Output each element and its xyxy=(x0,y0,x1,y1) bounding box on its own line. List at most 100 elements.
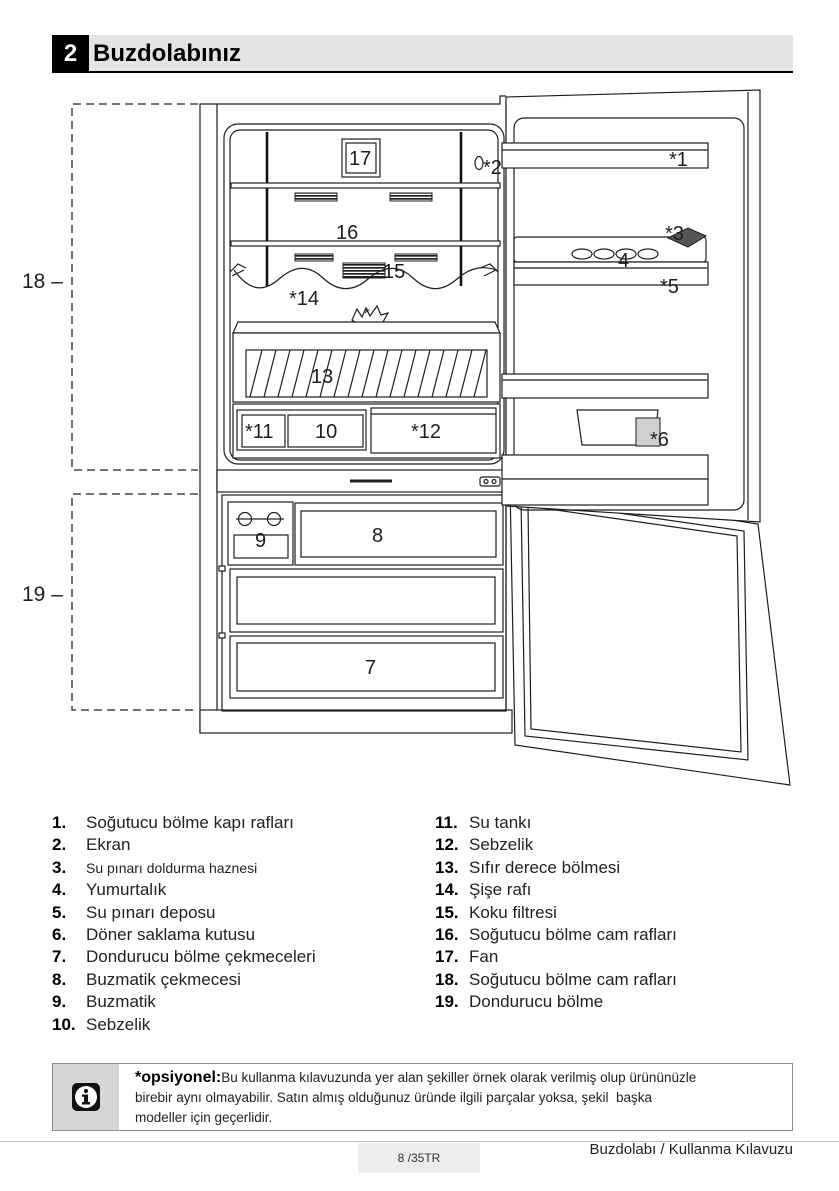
ice-drawer-inner xyxy=(300,510,497,558)
item-label: Sebzelik xyxy=(469,835,534,855)
refrigerator-diagram: 18 – 19 – 17 *2 *1 16 *3 4 15 *5 *14 * 1… xyxy=(22,89,791,786)
bracket-label-freezer: 19 – xyxy=(22,583,63,606)
item-label: Dondurucu bölme çekmeceleri xyxy=(86,947,316,967)
door-shelf-middle xyxy=(501,373,709,399)
note-text: Bu kullanma kılavuzunda yer alan şekille… xyxy=(221,1070,697,1085)
ice-drawer xyxy=(294,502,504,566)
fridge-liner-outer xyxy=(223,123,505,465)
list-item: 11. Su tankı xyxy=(435,812,677,834)
item-label: Fan xyxy=(469,947,499,967)
glass-shelf-lower xyxy=(230,240,501,247)
display-icon xyxy=(474,155,484,171)
note-label: *opsiyonel: xyxy=(135,1069,222,1086)
item-label: Buzmatik xyxy=(86,992,156,1012)
freezer-door-panel-inner xyxy=(527,505,742,753)
cabinet-base xyxy=(199,709,513,734)
footer-title: Buzdolabı / Kullanma Kılavuzu xyxy=(589,1141,793,1158)
item-number: 19. xyxy=(435,992,459,1012)
info-icon-dot xyxy=(83,1088,89,1094)
list-item: 9. Buzmatik xyxy=(52,991,316,1013)
compartment-divider xyxy=(216,469,507,493)
compartment-window xyxy=(245,349,488,398)
callout-glass-shelf: 16 xyxy=(336,222,358,244)
item-number: 15. xyxy=(435,902,459,922)
list-item: 14. Şişe rafı xyxy=(435,879,677,901)
callout-crisper-right: *12 xyxy=(411,421,441,443)
fan-box-inner xyxy=(345,142,377,174)
bottle-rack-hook-left xyxy=(229,263,247,277)
callout-fan: 17 xyxy=(349,148,371,170)
list-item: 10. Sebzelik xyxy=(52,1014,316,1036)
item-number: 8. xyxy=(52,969,67,989)
page-title: Buzdolabınız xyxy=(93,40,241,67)
callout-odor-filter: 15 xyxy=(383,261,405,283)
door-shelf-bottom xyxy=(501,454,709,480)
callout-door-shelf: *1 xyxy=(669,149,688,171)
list-item: 8. Buzmatik çekmecesi xyxy=(52,969,316,991)
air-vent xyxy=(394,253,438,262)
compartment-body xyxy=(232,332,501,403)
list-item: 19.Dondurucu bölme xyxy=(435,991,677,1013)
fridge-height-bracket xyxy=(71,103,198,471)
callout-crisper-left: 10 xyxy=(315,421,337,443)
list-item: 4.Yumurtalık xyxy=(52,879,316,901)
item-number: 11. xyxy=(435,813,458,832)
callout-icematic: 9 xyxy=(255,530,266,552)
icematic-tray xyxy=(233,534,289,559)
list-item: 16.Soğutucu bölme cam rafları xyxy=(435,924,677,946)
item-number: 10. xyxy=(52,1014,76,1034)
callout-zero-degree: 13 xyxy=(311,366,333,388)
icematic-box xyxy=(227,501,294,566)
item-label: Soğutucu bölme cam rafları xyxy=(469,924,677,944)
item-label: Ekran xyxy=(86,835,131,855)
item-label: Su tankı xyxy=(469,813,532,832)
egg-slot xyxy=(571,248,593,260)
note-text: birebir aynı olmayabilir. Satın almış ol… xyxy=(135,1090,653,1105)
callout-bottle-rack: *14 xyxy=(289,288,319,310)
icematic xyxy=(227,501,294,566)
item-number: 14. xyxy=(435,880,459,900)
item-number: 2. xyxy=(52,835,67,855)
list-item: 1.Soğutucu bölme kapı rafları xyxy=(52,812,316,834)
section-number: 2 xyxy=(52,35,89,71)
info-note: *opsiyonel:Bu kullanma kılavuzunda yer a… xyxy=(52,1063,793,1131)
list-item: 18.Soğutucu bölme cam rafları xyxy=(435,969,677,991)
door-shelf-bottom-rim xyxy=(501,478,709,506)
page-number: 8 /35TR xyxy=(358,1143,480,1173)
freezer-height-bracket xyxy=(71,493,198,711)
list-item: 12. Sebzelik xyxy=(435,834,677,856)
item-label: Yumurtalık xyxy=(86,880,167,900)
glass-shelf-upper xyxy=(230,182,501,189)
compartment-lid xyxy=(232,321,501,334)
freezer-compartment xyxy=(218,494,507,712)
freezer-drawer-bottom-inner xyxy=(236,642,496,692)
info-icon-stem xyxy=(84,1094,88,1104)
item-label: Şişe rafı xyxy=(469,880,532,900)
item-number: 12. xyxy=(435,835,459,855)
note-line: modeller için geçerlidir. xyxy=(135,1108,696,1128)
crisper-drawer-right xyxy=(370,407,497,454)
item-label: Sıfır derece bölmesi xyxy=(469,857,621,877)
note-line: birebir aynı olmayabilir. Satın almış ol… xyxy=(135,1088,696,1108)
rotating-box-side xyxy=(635,417,661,447)
item-label: Buzmatik çekmecesi xyxy=(86,969,241,989)
air-vent xyxy=(294,192,338,202)
air-vent xyxy=(294,253,334,262)
zero-degree-compartment xyxy=(232,321,501,403)
callout-dispenser-filler: *3 xyxy=(665,223,684,245)
note-text: modeller için geçerlidir. xyxy=(135,1110,273,1125)
crisper-left-frame xyxy=(236,409,367,451)
crisper-row xyxy=(232,403,501,459)
list-item: 7.Dondurucu bölme çekmeceleri xyxy=(52,946,316,968)
item-label: Sebzelik xyxy=(86,1014,151,1034)
callout-accessory: * xyxy=(364,305,370,322)
item-number: 3. xyxy=(52,857,67,877)
note-icon-area xyxy=(53,1064,119,1130)
item-number: 17. xyxy=(435,947,459,967)
dispenser-fill-lid xyxy=(666,227,708,248)
info-icon-base xyxy=(82,1102,90,1105)
door-liner xyxy=(513,117,745,511)
bottle-rack-hook-right xyxy=(479,263,499,277)
item-number: 9. xyxy=(52,992,67,1012)
bracket-label-fridge: 18 – xyxy=(22,270,63,293)
